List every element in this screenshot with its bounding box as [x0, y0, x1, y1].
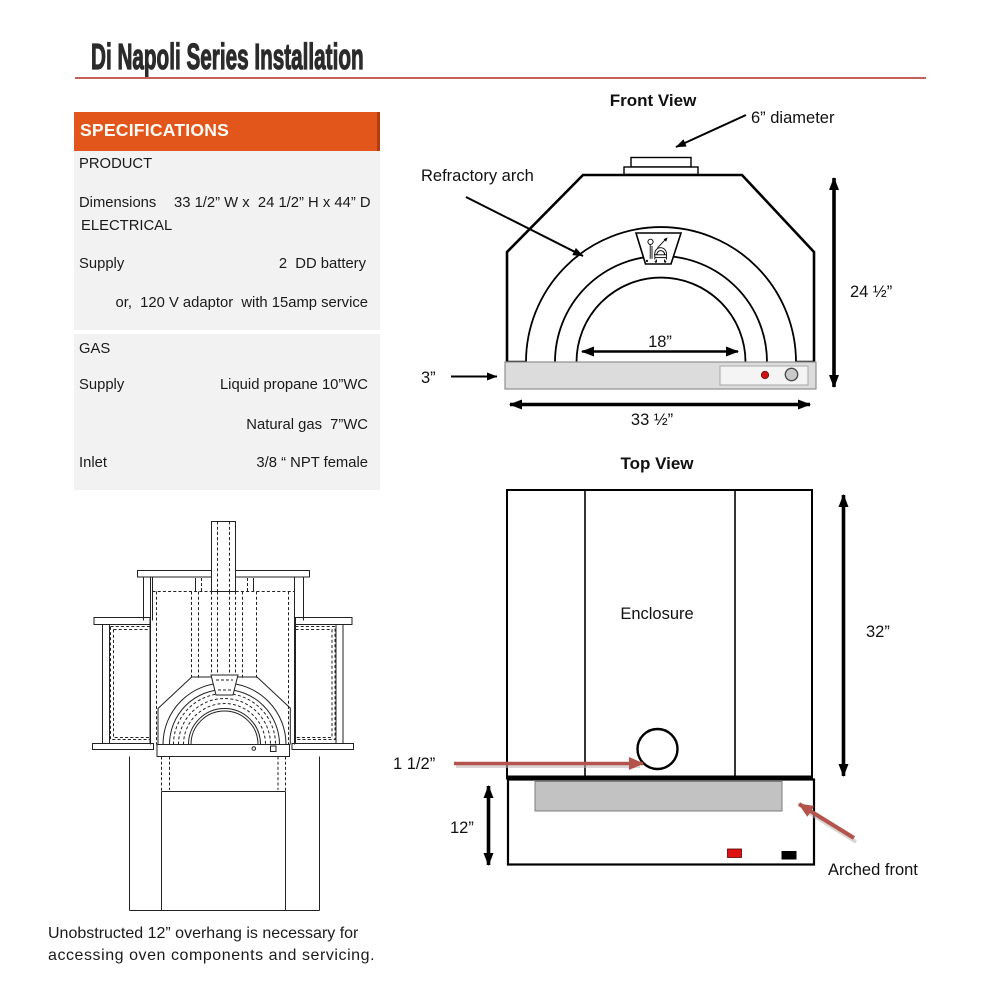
svg-text:24 ½”: 24 ½” — [850, 283, 892, 301]
svg-text:Arched front: Arched front — [828, 861, 918, 879]
svg-text:6” diameter: 6” diameter — [751, 109, 835, 127]
svg-text:Enclosure: Enclosure — [620, 605, 693, 623]
svg-text:Front View: Front View — [610, 91, 697, 110]
svg-text:Refractory arch: Refractory arch — [421, 167, 534, 185]
svg-text:32”: 32” — [866, 623, 890, 641]
svg-text:1 1/2”: 1 1/2” — [393, 755, 435, 773]
svg-text:3”: 3” — [421, 369, 436, 387]
svg-text:Top View: Top View — [620, 454, 694, 473]
svg-text:33 ½”: 33 ½” — [631, 411, 673, 429]
svg-text:12”: 12” — [450, 819, 474, 837]
svg-text:18”: 18” — [648, 333, 672, 351]
